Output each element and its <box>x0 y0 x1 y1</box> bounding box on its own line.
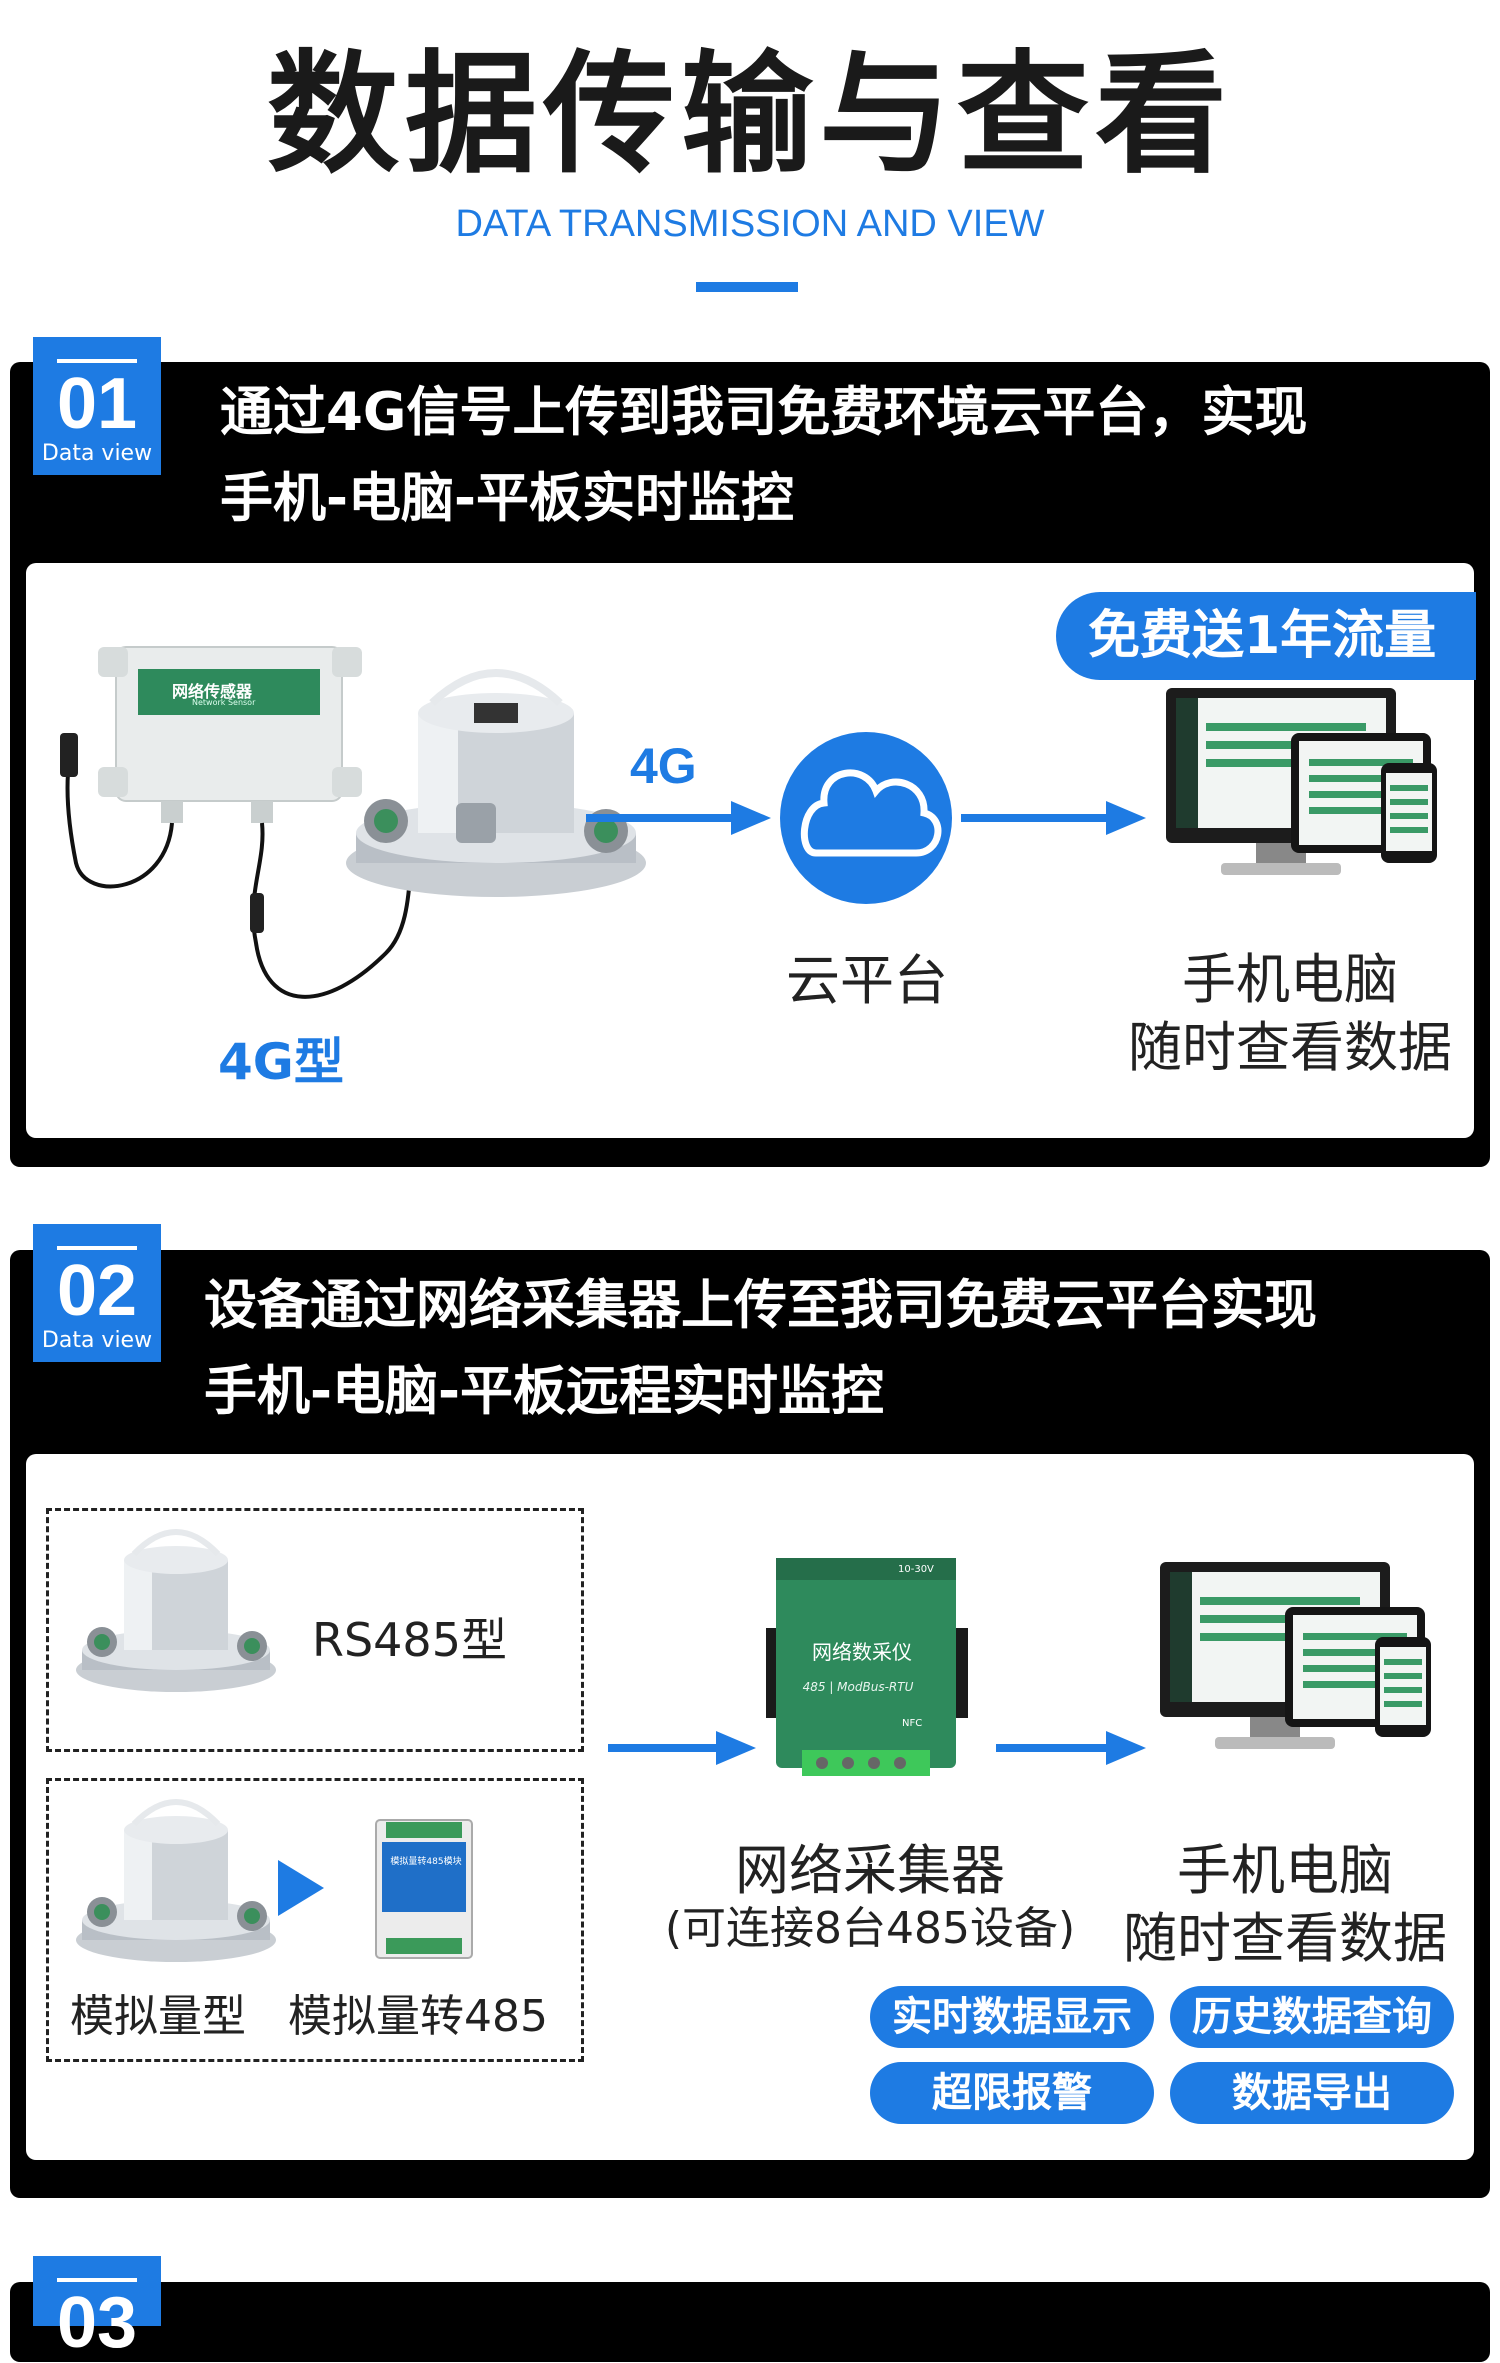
section-01-heading: 通过4G信号上传到我司免费环境云平台，实现 手机-电脑-平板实时监控 <box>220 382 1308 529</box>
analog-type-label: 模拟量型 <box>70 1991 246 2042</box>
collector-subtitle: 485 | ModBus-RTU <box>802 1680 914 1694</box>
view-label-line1: 手机电脑 <box>1182 948 1398 1011</box>
device-label-4g: 4G型 <box>218 1033 344 1091</box>
devices-illustration <box>1166 688 1437 875</box>
device-box-subtitle: Network Sensor <box>192 698 256 707</box>
arrow-to-devices <box>961 801 1146 835</box>
rs485-type-label: RS485型 <box>312 1613 507 1667</box>
section-01-illustration <box>60 646 1437 999</box>
arrow-to-collector <box>608 1731 756 1765</box>
section-03-badge: 03 <box>33 2256 161 2360</box>
analog-option-box <box>46 1778 584 2062</box>
section-number: 01 <box>56 364 138 444</box>
section-02-heading: 设备通过网络采集器上传至我司免费云平台实现 手机-电脑-平板远程实时监控 <box>204 1275 1317 1422</box>
section-02-illustration <box>76 1529 1431 1962</box>
devices-illustration-2 <box>1160 1562 1431 1749</box>
arrow-to-cloud <box>586 801 771 835</box>
feature-history-query: 历史数据查询 <box>1170 1986 1454 2048</box>
feature-data-export: 数据导出 <box>1170 2062 1454 2124</box>
converter-label: 模拟量转485 <box>288 1991 548 2042</box>
network-collector-device <box>766 1558 968 1776</box>
rs485-option-box <box>46 1508 584 1752</box>
rs485-sensor <box>76 1529 276 1692</box>
device-box-title: 网络传感器 <box>172 682 253 701</box>
view-label-line2: 随时查看数据 <box>1123 1907 1447 1970</box>
view-label-line2: 随时查看数据 <box>1128 1016 1452 1079</box>
promo-tag-text: 免费送1年流量 <box>1088 606 1437 666</box>
page-title: 数据传输与查看 <box>267 38 1233 192</box>
section-02-badge: 02 Data view <box>33 1224 161 1362</box>
section-01-badge: 01 Data view <box>33 337 161 475</box>
arrow-to-devices-2 <box>996 1731 1146 1765</box>
collector-voltage: 10-30V <box>898 1564 934 1575</box>
page-subtitle: DATA TRANSMISSION AND VIEW <box>455 203 1045 245</box>
feature-overlimit-alarm: 超限报警 <box>870 2062 1154 2124</box>
network-sensor-box <box>98 646 362 823</box>
collector-label: 网络采集器 <box>735 1839 1005 1902</box>
section-number: 03 <box>56 2283 138 2363</box>
badge-caption: Data view <box>41 441 153 466</box>
badge-caption: Data view <box>41 1328 153 1353</box>
section-number: 02 <box>56 1251 138 1331</box>
collector-note: (可连接8台485设备) <box>664 1903 1076 1954</box>
section-03 <box>10 2282 1490 2362</box>
convert-arrow-icon <box>278 1860 324 1916</box>
feature-realtime-display: 实时数据显示 <box>870 1986 1154 2048</box>
analog-converter-module <box>375 1819 473 1959</box>
radiation-sensor <box>346 669 646 897</box>
title-divider <box>696 282 798 292</box>
collector-title: 网络数采仪 <box>812 1640 912 1664</box>
cloud-platform-label: 云平台 <box>786 949 948 1012</box>
cloud-icon <box>780 732 952 904</box>
analog-sensor <box>76 1799 276 1962</box>
arrow-label-4g: 4G <box>630 738 697 794</box>
converter-title: 模拟量转485模块 <box>390 1857 462 1867</box>
collector-nfc: NFC <box>902 1718 923 1729</box>
view-label-line1: 手机电脑 <box>1177 1839 1393 1902</box>
promo-tag <box>1056 592 1476 680</box>
